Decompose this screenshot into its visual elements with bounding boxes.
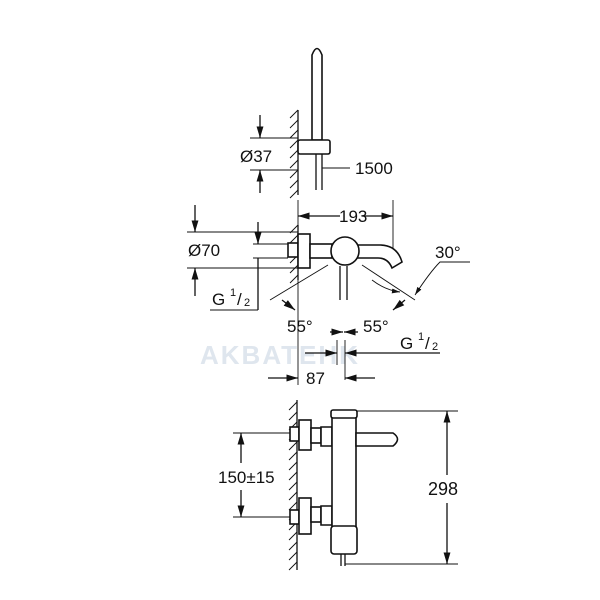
wall-flange <box>297 233 311 269</box>
front-view: 150±15 298 <box>218 400 458 571</box>
wall-hatch-top <box>289 109 299 199</box>
thread-num: 1 <box>230 287 236 299</box>
wall-hatch-bottom <box>288 400 298 571</box>
cap <box>330 409 358 419</box>
diameter-70-label: Ø70 <box>188 241 220 260</box>
diverter-outlet <box>330 525 358 555</box>
thread-right-label: G 1 / 2 <box>400 331 438 353</box>
lever-angle-right-label: 55° <box>363 317 389 336</box>
lever-angle-left-label: 55° <box>287 317 313 336</box>
spout <box>354 244 403 270</box>
connector <box>309 243 333 259</box>
watermark: AKBATEHK <box>200 340 360 370</box>
lever <box>339 266 348 300</box>
lever-front <box>355 432 399 447</box>
inlet-nut <box>287 242 299 258</box>
thread-slash: / <box>237 290 242 309</box>
diameter-37-dimension: Ø37 <box>240 115 298 193</box>
thread-num: 1 <box>418 331 424 343</box>
width-193-label: 193 <box>339 207 367 226</box>
diameter-70-dimension: Ø70 <box>187 205 298 296</box>
thread-letter: G <box>400 334 413 353</box>
plan-view: 193 Ø70 G 1 / 2 30° 55° 55° <box>187 200 470 388</box>
diameter-37-label: Ø37 <box>240 147 272 166</box>
hand-shower-view: Ø37 1500 <box>240 47 393 199</box>
hose <box>315 154 323 190</box>
offset-87-label: 87 <box>306 369 325 388</box>
thread-den: 2 <box>244 297 250 309</box>
thread-den: 2 <box>432 341 438 353</box>
centers-label: 150±15 <box>218 468 275 487</box>
thread-left-label: G 1 / 2 <box>212 287 250 309</box>
mixer-body-front <box>331 415 357 539</box>
spout-angle-label: 30° <box>435 243 461 262</box>
mixer-body <box>330 236 360 266</box>
thread-letter: G <box>212 290 225 309</box>
hand-shower-handle <box>311 47 323 141</box>
height-label: 298 <box>428 479 458 499</box>
thread-slash: / <box>425 334 430 353</box>
hose-length-label: 1500 <box>355 159 393 178</box>
shower-holder <box>297 139 331 155</box>
